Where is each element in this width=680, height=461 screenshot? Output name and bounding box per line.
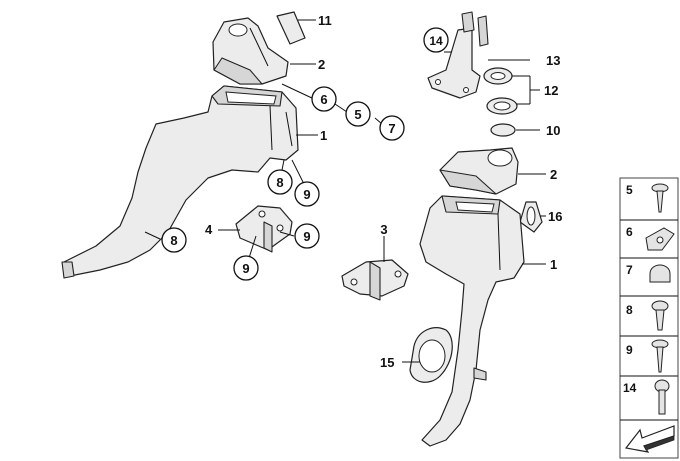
callout-16: 16 — [548, 209, 562, 224]
callout-4: 4 — [205, 222, 213, 237]
callout-6: 6 — [320, 92, 327, 107]
callout-8-left-circle — [161, 227, 187, 253]
callout-9-top-circle — [294, 181, 320, 207]
callout-7: 7 — [388, 121, 395, 136]
callout-2-left: 2 — [318, 57, 325, 72]
callout-12: 12 — [544, 83, 558, 98]
part-2-upper-housing-right — [439, 147, 519, 195]
part-2-upper-housing-left — [212, 17, 289, 85]
legend-num-7: 7 — [626, 263, 633, 277]
fastener-legend: 5 6 7 8 9 14 — [619, 177, 679, 459]
legend-num-6: 6 — [626, 225, 633, 239]
legend-num-14: 14 — [623, 381, 637, 395]
part-10-cap — [490, 123, 516, 137]
callout-5: 5 — [354, 107, 361, 122]
legend-num-5: 5 — [626, 183, 633, 197]
callout-9-bottom-circle — [233, 255, 259, 281]
part-12-grommets — [483, 67, 518, 115]
callout-6-circle — [311, 86, 337, 112]
part-3-bracket — [341, 259, 409, 301]
callout-2-right: 2 — [550, 167, 557, 182]
callout-15: 15 — [380, 355, 394, 370]
callout-14: 14 — [429, 34, 443, 48]
screw-icon — [651, 183, 669, 213]
callout-14-circle — [423, 27, 449, 53]
callout-1-left: 1 — [320, 128, 327, 143]
part-4-bracket — [235, 205, 293, 253]
part-1-trim-panel-left — [61, 85, 299, 279]
part-1-trim-panel-right — [419, 195, 525, 447]
legend-frame — [619, 177, 679, 459]
callout-3: 3 — [380, 222, 387, 237]
callout-7-circle — [379, 115, 405, 141]
callout-8-top: 8 — [276, 175, 283, 190]
callout-11: 11 — [318, 13, 332, 28]
callout-9-top: 9 — [303, 187, 310, 202]
callout-9-right-circle — [294, 223, 320, 249]
part-11-pad — [276, 11, 306, 45]
callout-8-left: 8 — [170, 233, 177, 248]
callout-9-right: 9 — [303, 229, 310, 244]
tapping-screw-icon — [651, 339, 669, 373]
bolt-icon — [654, 379, 670, 415]
part-16-grommet — [519, 201, 543, 233]
callout-8-top-circle — [267, 169, 293, 195]
callout-10: 10 — [546, 123, 560, 138]
arrow-icon — [624, 425, 675, 453]
part-13-hinge-bracket — [427, 11, 489, 99]
legend-num-8: 8 — [626, 303, 633, 317]
callout-13: 13 — [546, 53, 560, 68]
part-15-ring-cover — [409, 327, 453, 383]
cap-icon — [649, 264, 671, 283]
legend-num-9: 9 — [626, 343, 633, 357]
expanding-rivet-icon — [651, 300, 669, 331]
callout-9-bottom: 9 — [242, 261, 249, 276]
callout-5-circle — [345, 101, 371, 127]
callout-1-right: 1 — [550, 257, 557, 272]
clip-nut-icon — [645, 227, 675, 251]
